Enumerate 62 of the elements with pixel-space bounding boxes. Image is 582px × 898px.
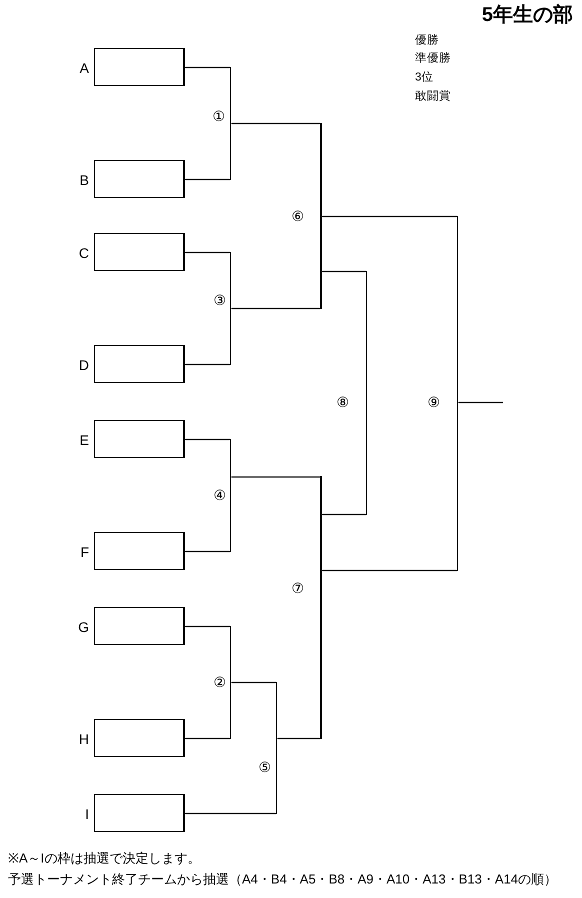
bracket-connector [322, 514, 366, 516]
bracket-junction-line [276, 682, 278, 814]
bracket-connector [185, 364, 230, 366]
team-entry-box [94, 345, 185, 383]
bracket-junction-line [457, 216, 458, 571]
bracket-connector [185, 626, 230, 628]
bracket-connector [185, 66, 230, 68]
bracket-junction-line [230, 626, 232, 739]
bracket-connector [231, 682, 276, 684]
team-entry-box [94, 160, 185, 198]
bracket-junction-line [320, 476, 322, 739]
match-number: ⑤ [258, 760, 272, 774]
match-number: ③ [214, 293, 226, 307]
bracket-connector [277, 738, 320, 740]
team-entry-box [94, 794, 185, 832]
bracket-junction-line [230, 67, 232, 180]
bracket-connector [322, 270, 366, 272]
bracket-connector [185, 812, 276, 814]
bracket-connector [185, 252, 230, 254]
bracket-connector [231, 308, 320, 310]
match-number: ⑦ [292, 581, 304, 595]
team-entry-box [94, 420, 185, 458]
slot-letter: D [78, 358, 89, 372]
team-entry-box [94, 719, 185, 757]
match-number: ④ [214, 488, 226, 502]
note-text: 予選トーナメント終了チームから抽選（A4・B4・A5・B8・A9・A10・A13・B13・A14の順） [8, 872, 558, 886]
bracket-connector [231, 122, 320, 124]
team-entry-box [94, 607, 185, 645]
award-label: 優勝 [415, 35, 439, 47]
team-entry-box [94, 48, 185, 86]
slot-letter: I [85, 807, 89, 821]
team-entry-box [94, 532, 185, 570]
title: 5年生の部 [482, 5, 573, 25]
note-text: ※A～Iの枠は抽選で決定します。 [8, 852, 200, 864]
bracket-connector [322, 216, 457, 218]
bracket-connector [322, 570, 457, 572]
bracket-connector [185, 178, 230, 180]
award-label: 敢闘賞 [415, 91, 451, 103]
slot-letter: G [78, 620, 89, 634]
slot-letter: H [78, 732, 89, 746]
slot-letter: B [80, 173, 89, 187]
bracket-connector [231, 476, 320, 478]
bracket-junction-line [366, 271, 368, 515]
slot-letter: C [78, 246, 89, 260]
match-number: ⑥ [292, 209, 304, 223]
slot-letter: F [80, 545, 89, 559]
slot-letter: E [80, 433, 89, 447]
match-number: ① [212, 109, 226, 123]
award-label: 3位 [415, 72, 434, 84]
award-label: 準優勝 [415, 53, 451, 65]
bracket-junction-line [230, 439, 232, 552]
bracket-junction-line [230, 252, 232, 365]
bracket-connector [185, 438, 230, 440]
match-number: ⑧ [336, 395, 350, 409]
bracket-junction-line [320, 123, 322, 309]
match-number: ⑨ [428, 395, 440, 409]
slot-letter: A [80, 61, 89, 75]
match-number: ② [214, 675, 226, 689]
bracket-connector [185, 550, 230, 552]
bracket-connector [185, 738, 230, 740]
team-entry-box [94, 233, 185, 271]
bracket-connector [458, 402, 503, 404]
